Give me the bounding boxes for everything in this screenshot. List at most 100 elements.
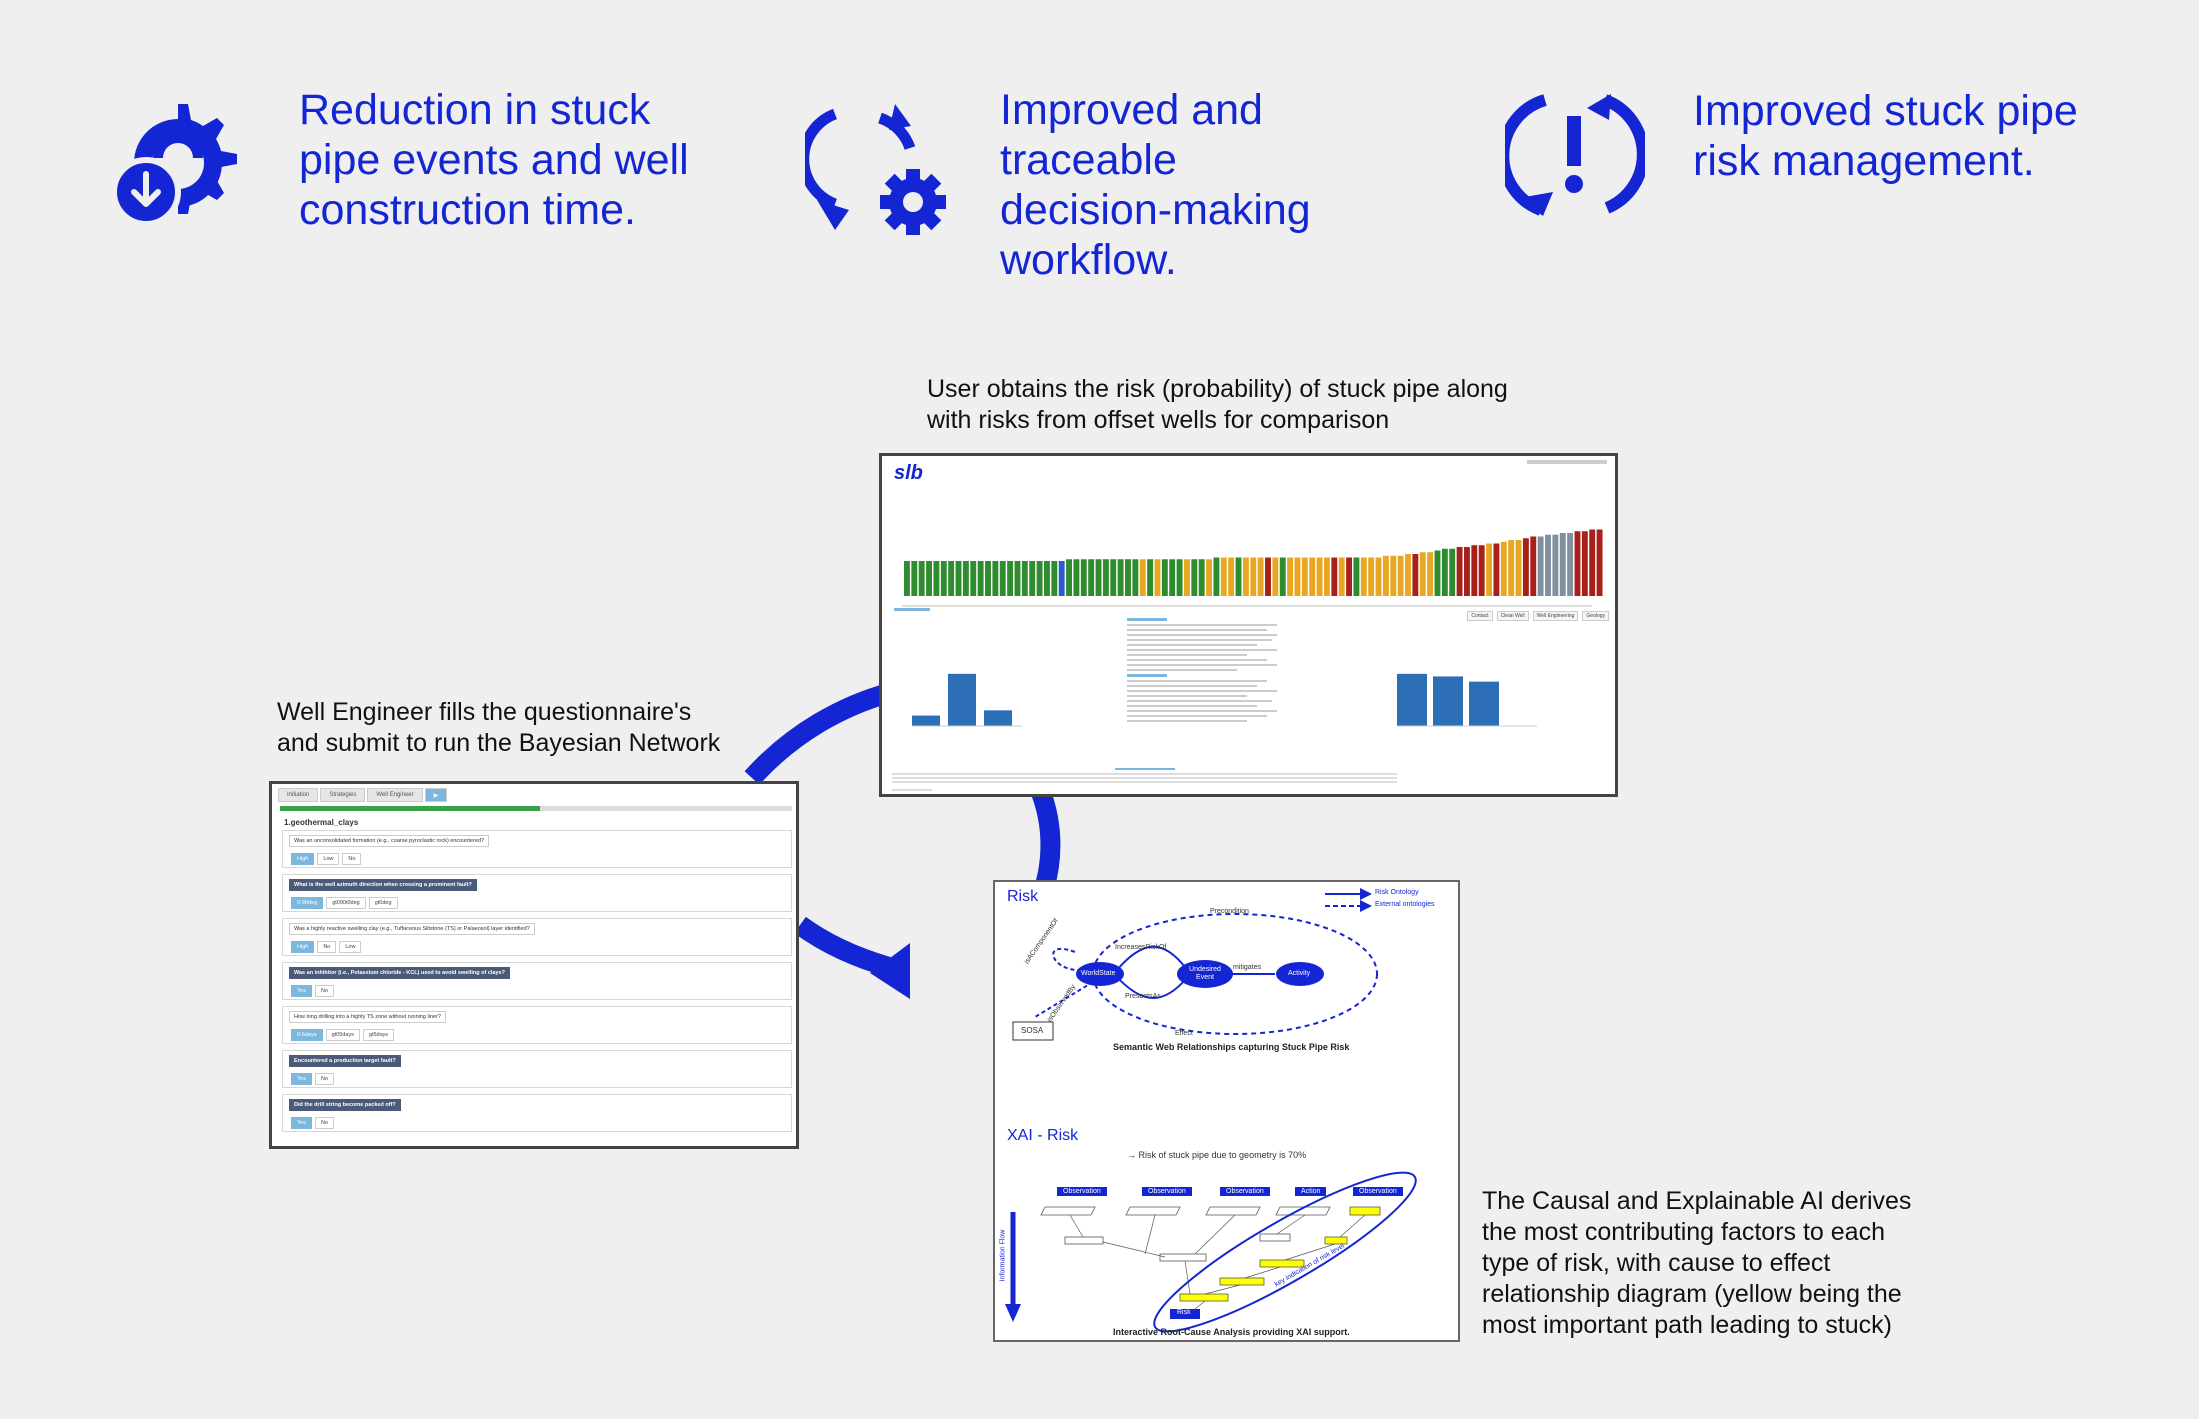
risk-bar	[1066, 559, 1072, 596]
risk-bar	[1390, 555, 1397, 596]
risk-bar	[1382, 555, 1389, 596]
risk-bar	[918, 561, 925, 596]
question-text: Was a highly reactive swelling clay (e.g…	[289, 923, 535, 935]
tab-clean-well[interactable]: Clean Well	[1496, 611, 1529, 621]
option-button[interactable]: Yes	[291, 1117, 312, 1129]
xai-note: → Risk of stuck pipe due to geometry is …	[1127, 1150, 1307, 1160]
risk-bar	[970, 561, 977, 596]
chart-link[interactable]	[894, 608, 930, 611]
tab-well-engineer[interactable]: Well Engineer	[367, 788, 423, 802]
risk-bar	[1044, 561, 1050, 596]
risk-bar	[1368, 557, 1375, 596]
risk-bar	[1559, 533, 1566, 596]
risk-bar	[1552, 534, 1559, 596]
benefit-text-3: Improved stuck pipe risk management.	[1693, 87, 2078, 185]
option-button[interactable]: No	[314, 1117, 335, 1129]
risk-bar	[948, 561, 955, 596]
option-button[interactable]: 0-90deg	[291, 897, 324, 909]
questionnaire-screenshot: Initiation Strategies Well Engineer ▶ 1.…	[269, 781, 799, 1149]
header-action: Action	[1295, 1187, 1327, 1196]
tab-geology[interactable]: Geology	[1582, 611, 1609, 621]
risk-node-label: Risk	[1177, 1309, 1191, 1316]
benefit-text-2: Improved and traceable decision-making w…	[1000, 86, 1311, 284]
header-observation: Observation	[1220, 1187, 1270, 1196]
option-button[interactable]: Low	[339, 941, 362, 953]
risk-bar	[1478, 545, 1485, 596]
sosa-box-label: SOSA	[1021, 1026, 1044, 1035]
risk-bar	[1073, 559, 1080, 596]
question-row: Encountered a production target fault? Y…	[282, 1050, 792, 1088]
risk-bar	[1095, 559, 1102, 596]
risk-bar	[1220, 557, 1227, 596]
option-button[interactable]: gt5days	[362, 1029, 395, 1041]
question-row: What is the well azimuth direction when …	[282, 874, 792, 912]
questionnaire-tabs: Initiation Strategies Well Engineer ▶	[278, 788, 448, 802]
risk-bar	[933, 561, 940, 596]
node-activity	[1276, 962, 1324, 986]
node-label-activity: Activity	[1288, 970, 1311, 977]
option-button[interactable]: gt05days	[325, 1029, 360, 1041]
option-button[interactable]: 0-5days	[291, 1029, 323, 1041]
risk-bar	[1007, 561, 1014, 596]
risk-bar	[1545, 534, 1551, 596]
tab-initiation[interactable]: Initiation	[278, 788, 319, 802]
risk-node	[1170, 1309, 1200, 1319]
risk-bar	[1360, 557, 1367, 596]
question-row: Was an unconsolidated formation (e.g., c…	[282, 830, 792, 868]
risk-bar	[904, 561, 910, 596]
risk-bar	[1265, 557, 1271, 596]
tab-strategies[interactable]: Strategies	[320, 788, 366, 802]
option-button[interactable]: gt090t0deg	[326, 897, 366, 909]
edge-presents: PresentsAs	[1125, 993, 1161, 1000]
node-label-worldstate: WorldState	[1081, 970, 1116, 977]
question-row: How long drilling into a highly TS zone …	[282, 1006, 792, 1044]
option-button[interactable]: High	[291, 853, 315, 865]
option-button[interactable]: Yes	[291, 985, 312, 997]
progress-bar	[280, 806, 792, 811]
legend-external: External ontologies	[1375, 901, 1435, 908]
option-button[interactable]: Yes	[291, 1073, 312, 1085]
risk-bar	[1058, 561, 1065, 596]
option-button[interactable]: Low	[317, 853, 340, 865]
risk-bar	[1088, 559, 1095, 596]
tab-well-engineering[interactable]: Well Engineering	[1532, 611, 1579, 621]
question-text: Was an inhibitor (i.e., Potassium chlori…	[289, 967, 510, 979]
risk-bar	[1184, 559, 1190, 596]
risk-bar	[1449, 548, 1456, 596]
xai-title: XAI - Risk	[1007, 1127, 1079, 1144]
question-text: Was an unconsolidated formation (e.g., c…	[289, 835, 489, 847]
caption-user-risk: User obtains the risk (probability) of s…	[927, 375, 1508, 434]
risk-bar	[1574, 531, 1581, 596]
risk-bar	[926, 561, 932, 596]
risk-small-chart-right	[1397, 673, 1537, 727]
option-button[interactable]: gt0deg	[368, 897, 398, 909]
risk-bar	[1169, 559, 1176, 596]
risk-bar	[1522, 538, 1529, 596]
risk-bar	[1139, 559, 1146, 596]
risk-bar	[962, 561, 969, 596]
option-button[interactable]: High	[291, 941, 315, 953]
tab-contact[interactable]: Contact	[1467, 611, 1493, 621]
risk-bar-chart	[904, 529, 1603, 596]
risk-bar	[1206, 559, 1212, 596]
small-risk-bar	[948, 673, 976, 726]
xai-caption: Interactive Root-Cause Analysis providin…	[1113, 1327, 1350, 1337]
risk-bar	[1331, 557, 1338, 596]
risk-bar	[1250, 557, 1257, 596]
risk-bar	[1434, 550, 1441, 596]
node-worldstate	[1076, 962, 1124, 986]
risk-bar	[1324, 557, 1330, 596]
option-button[interactable]: No	[317, 941, 337, 953]
risk-bar	[1515, 540, 1522, 596]
semantic-caption: Semantic Web Relationships capturing Stu…	[1113, 1042, 1350, 1052]
edge-mitigates: mitigates	[1233, 964, 1262, 971]
risk-title: Risk	[1007, 888, 1039, 905]
gear-download-icon	[108, 96, 248, 231]
risk-bar	[1161, 559, 1168, 596]
tab-next[interactable]: ▶	[424, 788, 448, 802]
option-button[interactable]: No	[314, 985, 335, 997]
dashboard-header-info	[1527, 460, 1607, 464]
risk-bar	[1021, 561, 1028, 596]
option-button[interactable]: No	[314, 1073, 335, 1085]
option-button[interactable]: No	[342, 853, 362, 865]
